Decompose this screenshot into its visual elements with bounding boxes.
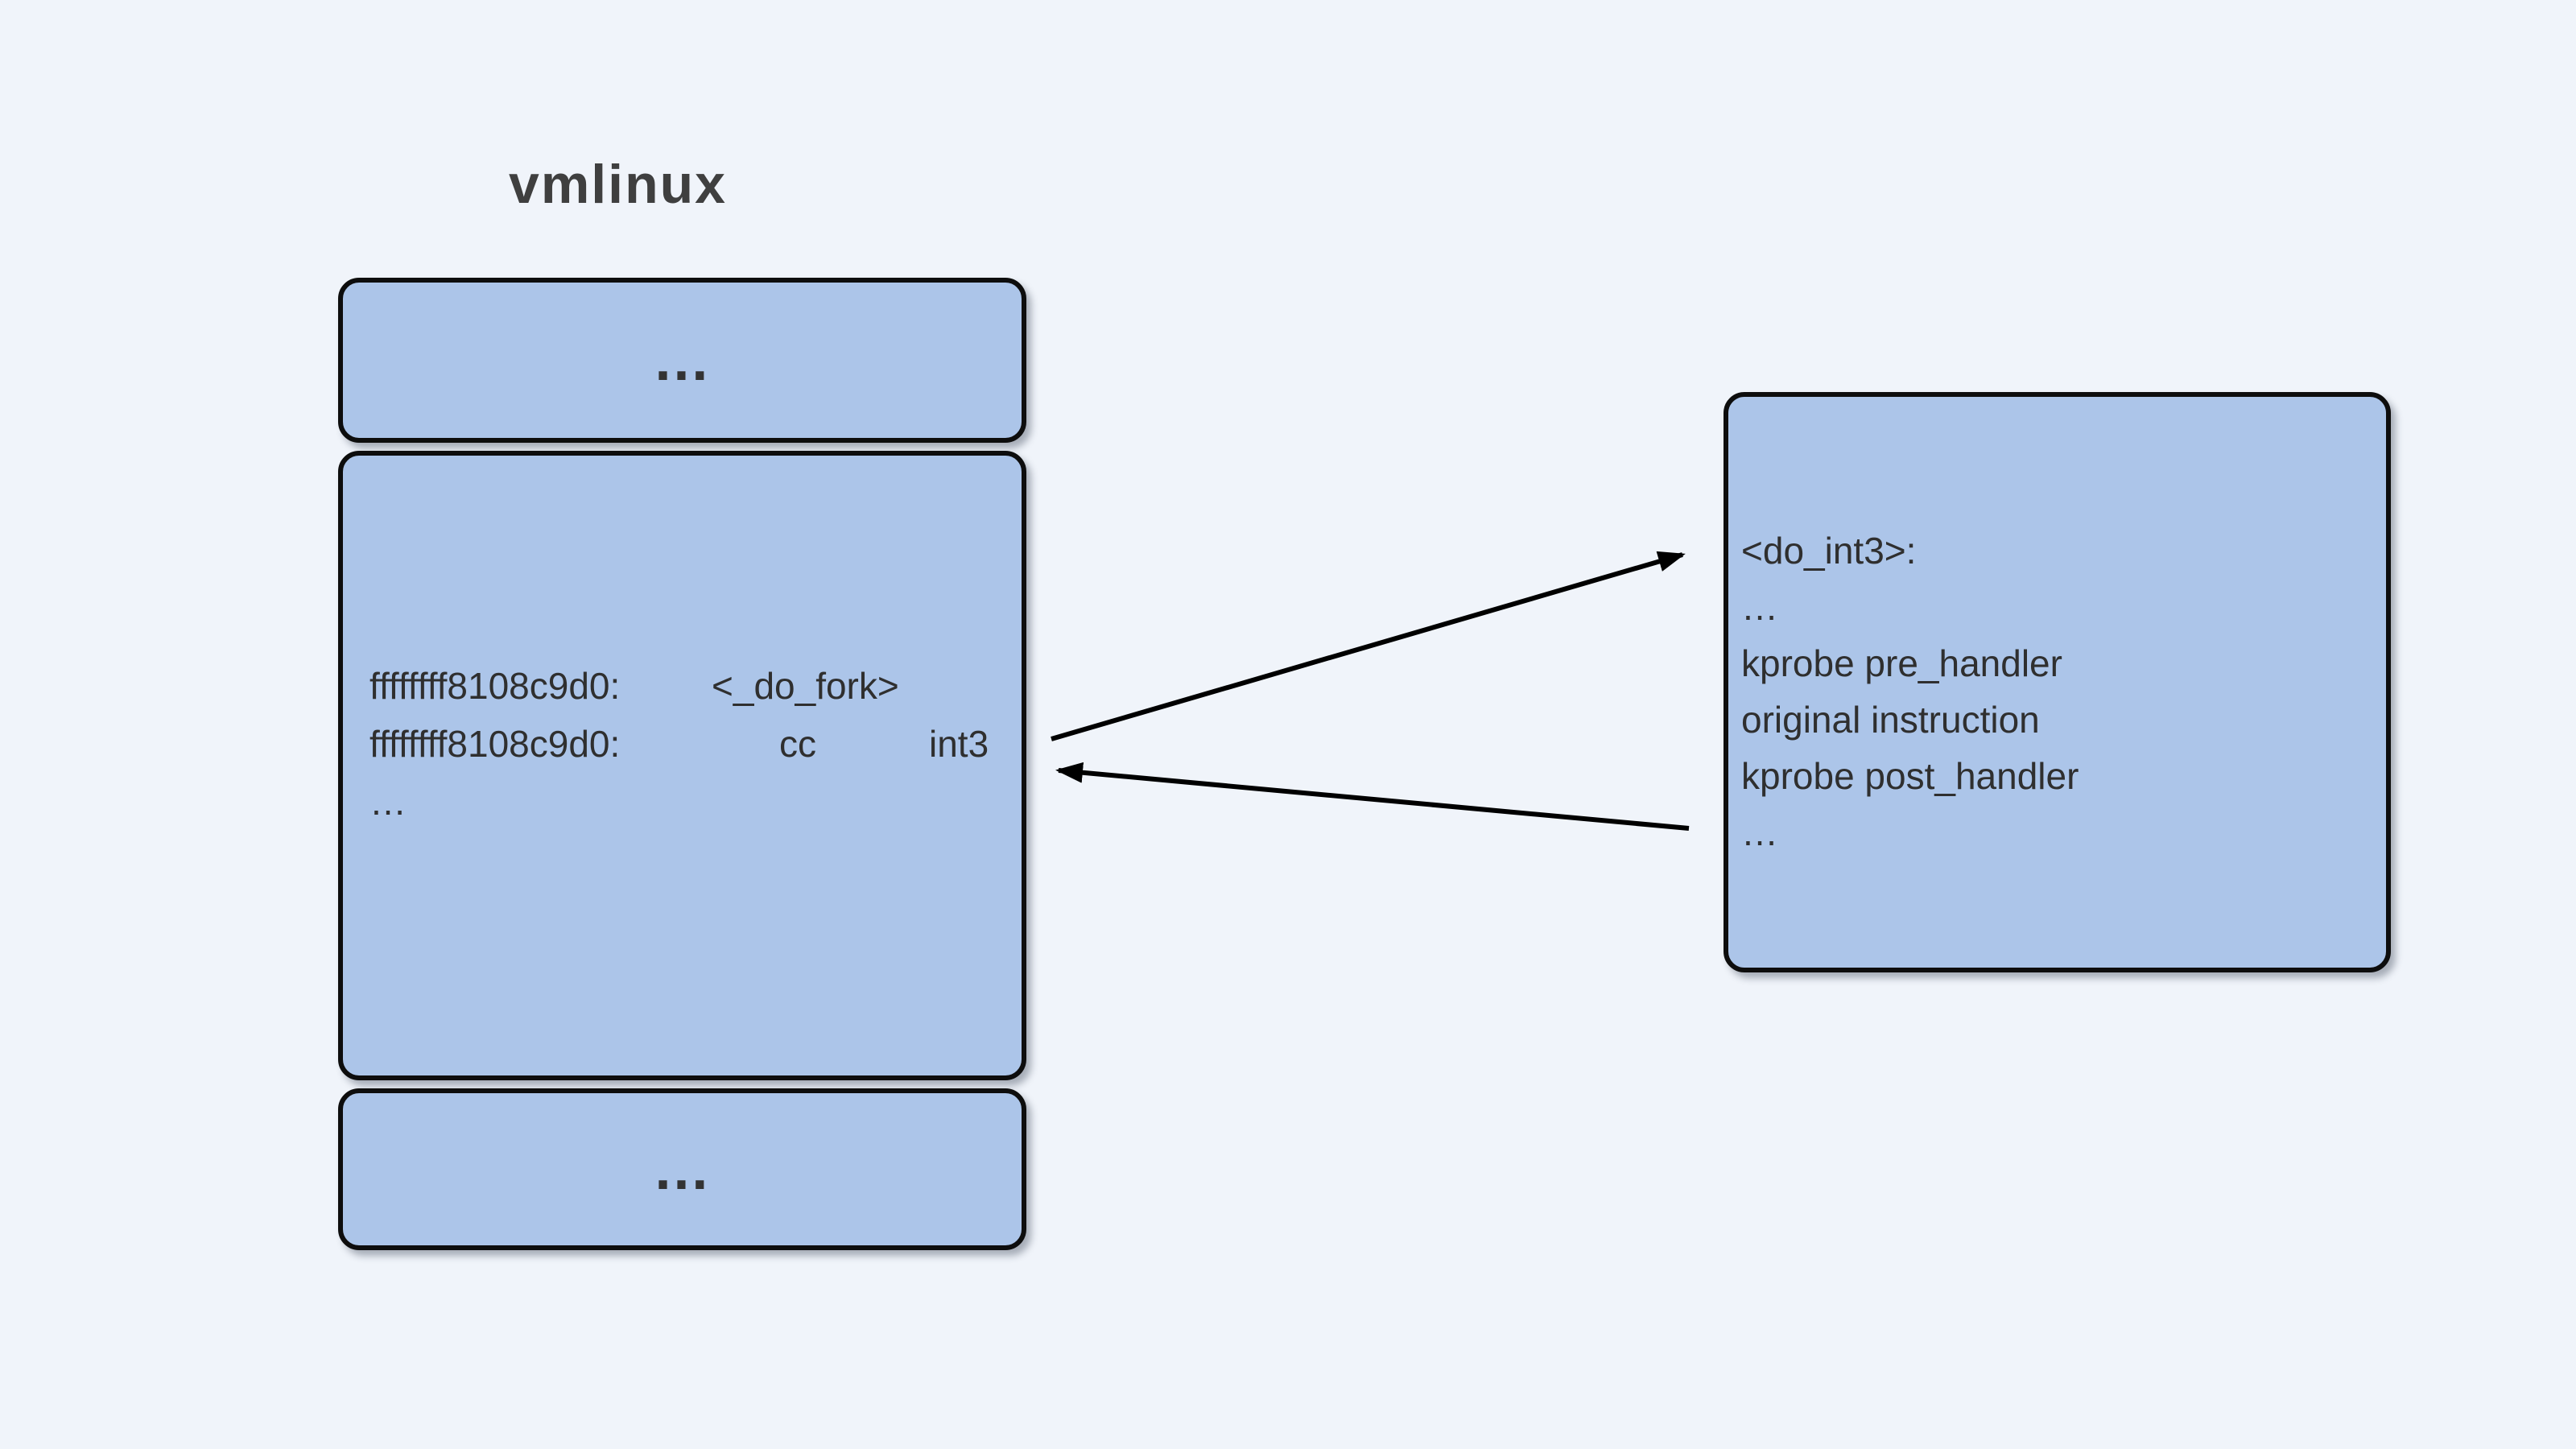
top-box-ellipsis: …	[652, 328, 712, 393]
vmlinux-bottom-section-box: …	[338, 1088, 1026, 1250]
instruction-address: ffffffff8108c9d0:	[369, 723, 621, 765]
code-line-do-fork: ffffffff8108c9d0: <_do_fork>	[369, 657, 989, 715]
bottom-box-ellipsis: …	[652, 1137, 712, 1202]
code-line-int3: ffffffff8108c9d0: cc int3	[369, 715, 989, 773]
vmlinux-title: vmlinux	[509, 154, 727, 215]
code-listing: ffffffff8108c9d0: <_do_fork> ffffffff810…	[369, 657, 989, 831]
mnemonic-int3: int3	[929, 723, 989, 765]
handler-listing: <do_int3>: … kprobe pre_handler original…	[1741, 522, 2079, 861]
vmlinux-code-section-box: ffffffff8108c9d0: <_do_fork> ffffffff810…	[338, 451, 1026, 1080]
handler-line-do-int3-label: <do_int3>:	[1741, 530, 1917, 572]
handler-line-ellipsis: …	[1741, 586, 1778, 628]
code-ellipsis: …	[369, 781, 407, 823]
handler-line-ellipsis: …	[1741, 811, 1778, 853]
vmlinux-top-section-box: …	[338, 278, 1026, 443]
arrow-handler-return-icon	[1055, 762, 1690, 831]
handler-line-original-instruction: original instruction	[1741, 699, 2040, 741]
opcode-byte: cc	[779, 723, 816, 765]
arrow-int3-to-handler-icon	[1051, 551, 1686, 741]
instruction-address: ffffffff8108c9d0:	[369, 665, 621, 707]
symbol-do-fork: <_do_fork>	[712, 665, 899, 707]
code-line-ellipsis: …	[369, 773, 989, 831]
handler-line-pre-handler: kprobe pre_handler	[1741, 642, 2062, 684]
do-int3-handler-box: <do_int3>: … kprobe pre_handler original…	[1724, 392, 2391, 972]
handler-line-post-handler: kprobe post_handler	[1741, 755, 2079, 797]
